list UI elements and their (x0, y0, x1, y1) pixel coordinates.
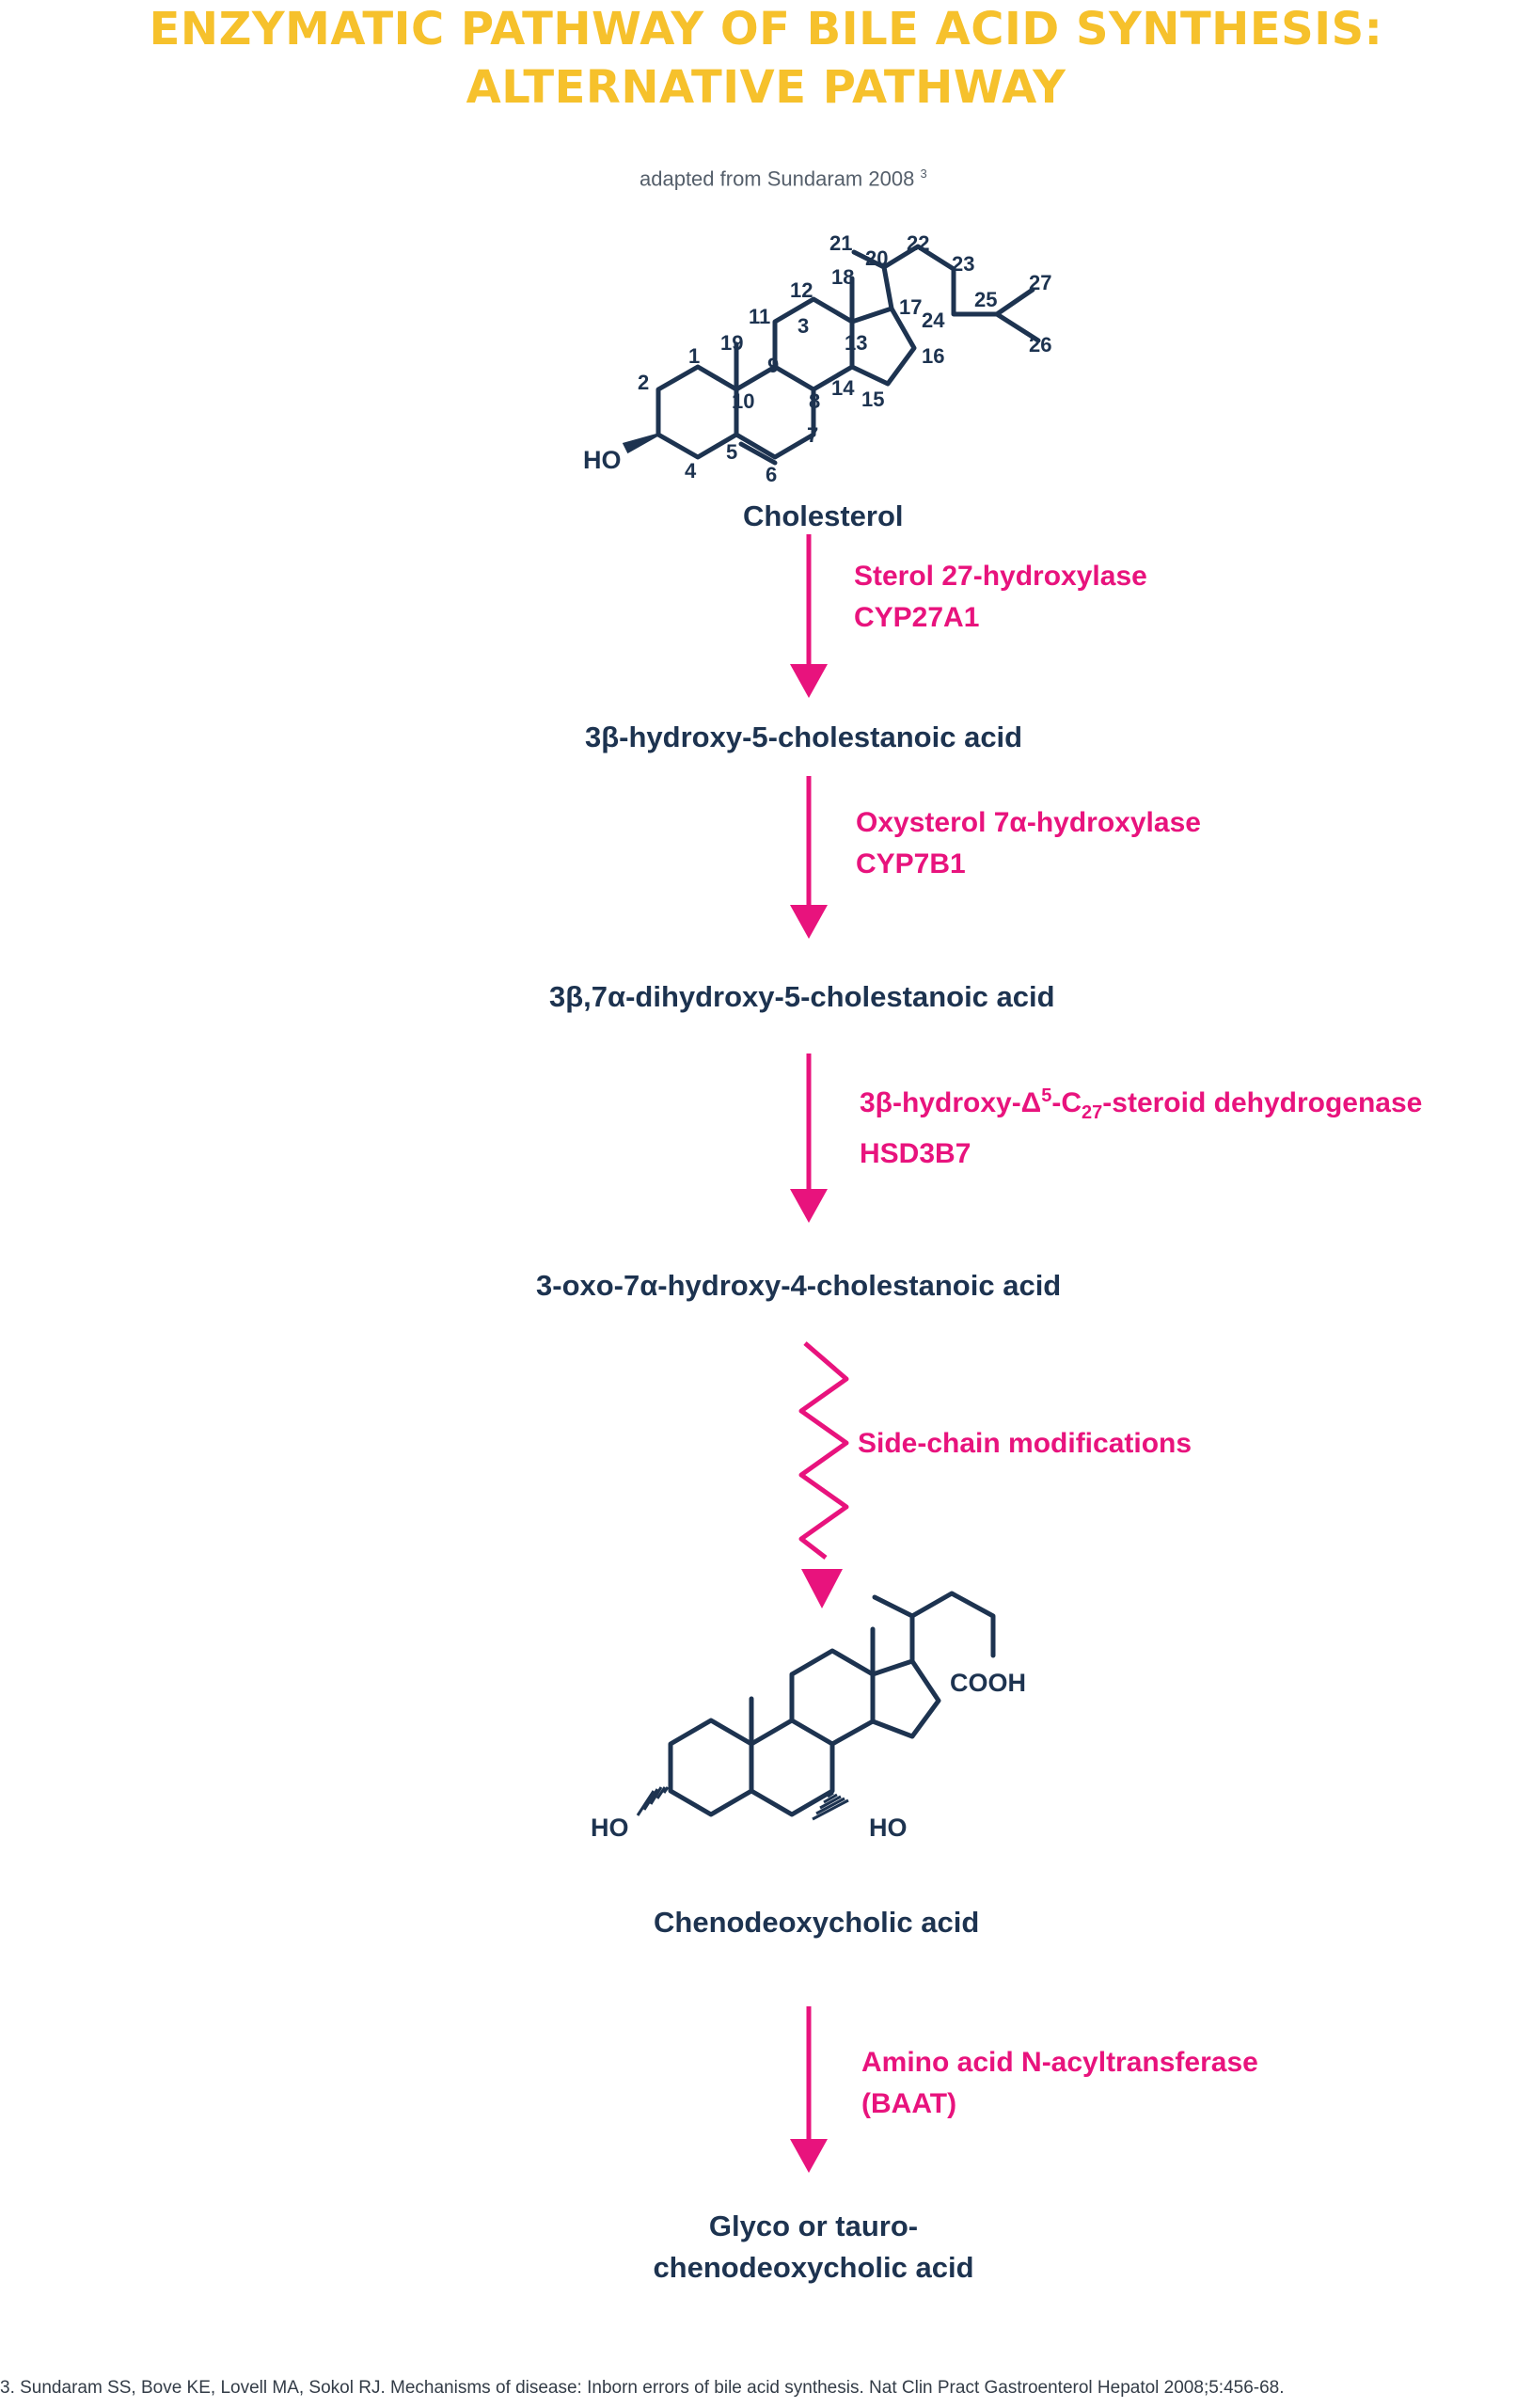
hashed-wedge-right (812, 1791, 849, 1821)
enzyme-3-name-part: 3β-hydroxy-Δ (860, 1087, 1042, 1118)
source-note: adapted from Sundaram 2008 3 (640, 166, 927, 191)
enzyme-oxysterol-7a-hydroxylase: Oxysterol 7α-hydroxylase CYP7B1 (856, 802, 1201, 885)
enzyme-5-name: Amino acid N-acyltransferase (861, 2047, 1258, 2078)
atom-number: 24 (922, 309, 945, 332)
enzyme-3-superscript: 5 (1041, 1085, 1052, 1106)
arrow-step-2 (790, 776, 828, 939)
compound-chenodeoxycholic-acid: Chenodeoxycholic acid (654, 1906, 980, 1939)
atom-number: 13 (845, 331, 867, 355)
cdca-ho-left: HO (591, 1814, 629, 1842)
enzyme-1-name: Sterol 27-hydroxylase (854, 561, 1147, 592)
enzyme-3-name: 3β-hydroxy-Δ5-C27-steroid dehydrogenase (860, 1085, 1423, 1123)
compound-3-oxo-7a-hydroxy-4-cholestanoic-acid: 3-oxo-7α-hydroxy-4-cholestanoic acid (536, 1269, 1062, 1302)
atom-number: 3 (798, 314, 809, 338)
compound-glyco-tauro-chenodeoxycholic-acid: Glyco or tauro- chenodeoxycholic acid (583, 2206, 1044, 2289)
enzyme-3-subscript: 27 (1082, 1102, 1103, 1123)
hashed-wedge-left (636, 1786, 670, 1816)
atom-number: 23 (952, 252, 974, 276)
enzyme-3-name-part: -C (1051, 1087, 1082, 1118)
enzyme-2-name: Oxysterol 7α-hydroxylase (856, 807, 1201, 838)
atom-number: 21 (829, 231, 852, 255)
enzyme-baat: Amino acid N-acyltransferase (BAAT) (861, 2042, 1258, 2125)
atom-number: 17 (899, 295, 922, 319)
atom-number: 25 (974, 288, 997, 311)
atom-number: 20 (865, 246, 888, 270)
arrow-step-5 (790, 2006, 828, 2173)
enzyme-2-gene: CYP7B1 (856, 848, 966, 879)
atom-number: 9 (767, 354, 779, 377)
title-line-2: ALTERNATIVE PATHWAY (466, 61, 1066, 114)
atom-number: 12 (790, 278, 813, 302)
atom-number: 26 (1029, 333, 1051, 356)
compound-3b7a-dihydroxy-5-cholestanoic-acid: 3β,7α-dihydroxy-5-cholestanoic acid (549, 980, 1055, 1013)
compound-c5-line-1: Glyco or tauro- (708, 2210, 919, 2242)
atom-number: 15 (861, 388, 884, 411)
enzyme-1-gene: CYP27A1 (854, 602, 980, 633)
enzyme-hsd3b7: 3β-hydroxy-Δ5-C27-steroid dehydrogenase … (860, 1075, 1422, 1175)
cholesterol-structure: HO 1 2 3 4 5 6 7 8 9 10 11 12 13 14 15 1… (583, 231, 1051, 486)
atom-number: 1 (688, 344, 700, 368)
atom-number: 22 (907, 231, 929, 255)
cdca-ho-right: HO (869, 1814, 908, 1842)
title-line-1: ENZYMATIC PATHWAY OF BILE ACID SYNTHESIS… (149, 3, 1383, 55)
atom-number: 18 (831, 265, 854, 289)
enzyme-3-gene: HSD3B7 (860, 1138, 971, 1169)
page-title: ENZYMATIC PATHWAY OF BILE ACID SYNTHESIS… (0, 0, 1532, 117)
arrow-step-1 (790, 534, 828, 698)
compound-c5-line-2: chenodeoxycholic acid (653, 2251, 974, 2284)
cholesterol-ho-label: HO (583, 446, 622, 474)
atom-number: 16 (922, 344, 944, 368)
compound-cholesterol: Cholesterol (743, 499, 904, 532)
enzyme-sterol-27-hydroxylase: Sterol 27-hydroxylase CYP27A1 (854, 556, 1147, 639)
atom-number: 11 (749, 305, 770, 328)
atom-number: 19 (720, 331, 743, 355)
enzyme-3-name-part: -steroid dehydrogenase (1102, 1087, 1423, 1118)
atom-number: 6 (766, 463, 777, 486)
enzyme-side-chain-modifications: Side-chain modifications (858, 1428, 1192, 1459)
atom-number: 7 (807, 423, 818, 447)
wavy-arrow-step-4 (798, 1341, 849, 1608)
cdca-cooh: COOH (950, 1669, 1026, 1697)
source-note-ref: 3 (920, 166, 927, 181)
atom-number: 4 (685, 459, 697, 483)
source-note-text: adapted from Sundaram 2008 (640, 166, 915, 191)
atom-number: 5 (726, 440, 737, 464)
cdca-structure: HO HO COOH (591, 1591, 1026, 1842)
compound-3b-hydroxy-5-cholestanoic-acid: 3β-hydroxy-5-cholestanoic acid (585, 721, 1023, 753)
arrow-step-3 (790, 1054, 828, 1223)
enzyme-5-gene: (BAAT) (861, 2088, 957, 2119)
atom-number: 2 (638, 371, 649, 394)
atom-number: 8 (809, 389, 820, 413)
reference-citation: 3. Sundaram SS, Bove KE, Lovell MA, Soko… (0, 2378, 1285, 2398)
atom-number: 14 (831, 376, 855, 400)
atom-number: 27 (1029, 271, 1051, 294)
atom-number: 10 (732, 389, 754, 413)
